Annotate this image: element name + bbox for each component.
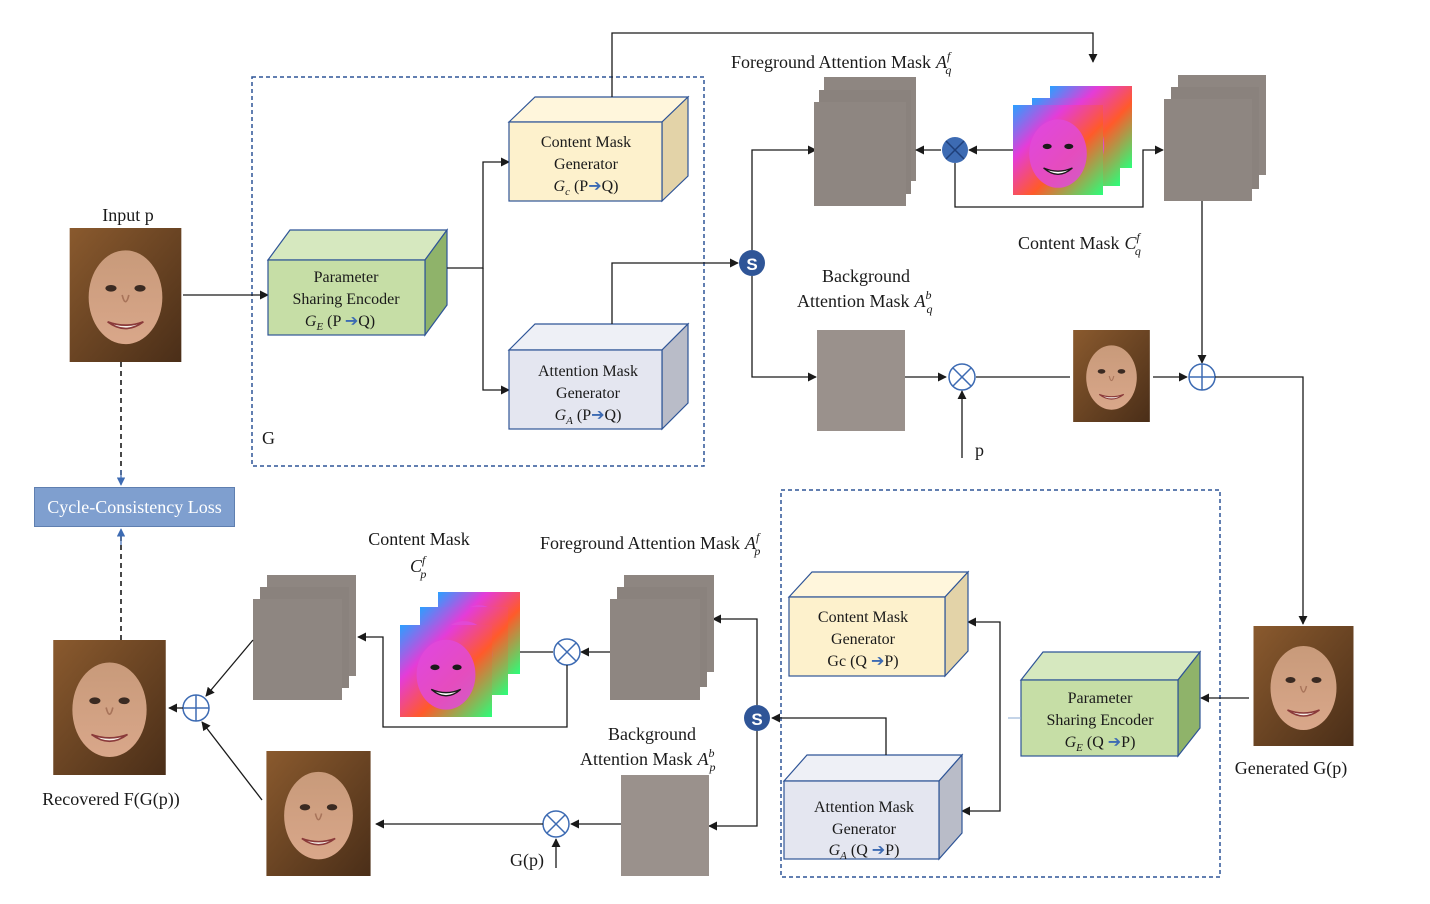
top-encoder-line2: Sharing Encoder xyxy=(292,291,400,308)
top-encoder-line3: GE (P ➔Q) xyxy=(305,313,375,333)
top-encoder-box: Parameter Sharing Encoder GE (P ➔Q) xyxy=(266,228,449,337)
bottom-content-line2: Generator xyxy=(831,631,896,648)
bottom-encoder-line3: GE (Q ➔P) xyxy=(1065,734,1136,754)
input-face-image xyxy=(68,228,183,362)
encoder-to-attention-bottom-arrow xyxy=(961,718,1001,816)
bg-mask-p-label-line1: Background xyxy=(608,724,696,744)
multiply-op-top-bg xyxy=(948,363,976,391)
fg-output-to-plus-bottom-arrow xyxy=(205,639,254,697)
generated-label: Generated G(p) xyxy=(1235,758,1347,779)
top-attention-generator-box: Attention Mask Generator GA (P➔Q) xyxy=(507,322,690,431)
encoder-to-content-arrow xyxy=(447,157,510,269)
generator-g-label: G xyxy=(262,428,275,448)
content-mask-p-face-stack xyxy=(400,591,520,718)
input-label: Input p xyxy=(102,205,154,225)
bottom-attention-generator-box: Attention Mask Generator GA (Q ➔P) xyxy=(782,753,964,862)
top-attention-line3: GA (P➔Q) xyxy=(555,407,622,427)
split-op-bottom-symbol: S xyxy=(751,710,762,729)
bg-result-q-face-image xyxy=(1072,330,1151,422)
split-to-fg-mask-bottom-arrow xyxy=(712,614,758,705)
cycle-consistency-loss-box: Cycle-Consistency Loss xyxy=(34,487,235,527)
content-mask-q-face-stack xyxy=(1013,85,1132,196)
bottom-encoder-line1: Parameter xyxy=(1068,690,1134,707)
bottom-attention-line3: GA (Q ➔P) xyxy=(829,842,900,862)
op-to-output-stack-arrow xyxy=(954,145,1164,208)
top-attention-line1: Attention Mask xyxy=(538,363,638,380)
top-content-line1: Content Mask xyxy=(541,134,631,151)
top-content-line3: Gc (P➔Q) xyxy=(554,178,619,198)
encoder-to-attention-arrow xyxy=(482,268,510,395)
bottom-attention-line2: Generator xyxy=(832,821,897,838)
split-to-bg-mask-bottom-arrow xyxy=(708,731,758,831)
bottom-content-line3: Gc (Q ➔P) xyxy=(827,653,898,670)
top-content-generator-box: Content Mask Generator Gc (P➔Q) xyxy=(507,95,690,203)
attention-to-split-bottom-arrow xyxy=(771,713,887,755)
multiply-op-bottom-fg xyxy=(553,638,581,666)
gp-input-label: G(p) xyxy=(510,850,544,871)
bottom-content-line1: Content Mask xyxy=(818,609,908,626)
top-encoder-line1: Parameter xyxy=(314,269,380,286)
encoder-to-content-bottom-arrow xyxy=(967,617,1001,718)
top-content-line2: Generator xyxy=(554,156,619,173)
multiply-op-top-fg xyxy=(942,137,968,163)
fg-mask-p-stack xyxy=(610,575,714,700)
attention-to-split-arrow xyxy=(611,258,739,324)
split-op-bottom: S xyxy=(744,705,770,731)
bottom-encoder-line2: Sharing Encoder xyxy=(1046,712,1154,729)
p-input-label: p xyxy=(975,440,984,460)
recovered-label: Recovered F(G(p)) xyxy=(42,789,179,810)
fg-mask-q-stack xyxy=(814,77,916,206)
content-to-psy-stack-arrow xyxy=(611,32,1098,97)
split-to-bg-mask-arrow xyxy=(751,276,817,382)
top-attention-line2: Generator xyxy=(556,385,621,402)
multiply-op-bottom-bg xyxy=(542,810,570,838)
generator-f-dashed-box xyxy=(780,489,1221,878)
add-op-bottom xyxy=(182,694,210,722)
fg-output-q-stack xyxy=(1164,75,1266,201)
bottom-attention-line1: Attention Mask xyxy=(814,799,914,816)
generator-g-dashed-box xyxy=(251,76,705,467)
bg-mask-p-image xyxy=(621,775,709,876)
plus-to-generated-arrow xyxy=(1215,376,1308,625)
recovered-face-image xyxy=(52,640,167,775)
add-op-top xyxy=(1188,363,1216,391)
split-to-fg-mask-arrow xyxy=(751,145,817,250)
content-mask-p-label: Content Mask xyxy=(368,529,470,549)
fg-output-p-stack xyxy=(253,575,356,700)
split-op-top-symbol: S xyxy=(746,255,757,274)
bg-result-p-face-image xyxy=(265,751,372,876)
bg-mask-q-label-line1: Background xyxy=(822,266,910,286)
op-to-fg-output-bottom-arrow xyxy=(357,632,568,728)
bottom-encoder-box: Parameter Sharing Encoder GE (Q ➔P) xyxy=(1019,650,1202,758)
generated-face-image xyxy=(1252,626,1355,746)
split-op-top: S xyxy=(739,250,765,276)
bg-mask-q-image xyxy=(817,330,905,431)
bottom-content-generator-box: Content Mask Generator Gc (Q ➔P) xyxy=(787,570,970,678)
bg-face-to-plus-bottom-arrow xyxy=(201,721,263,801)
